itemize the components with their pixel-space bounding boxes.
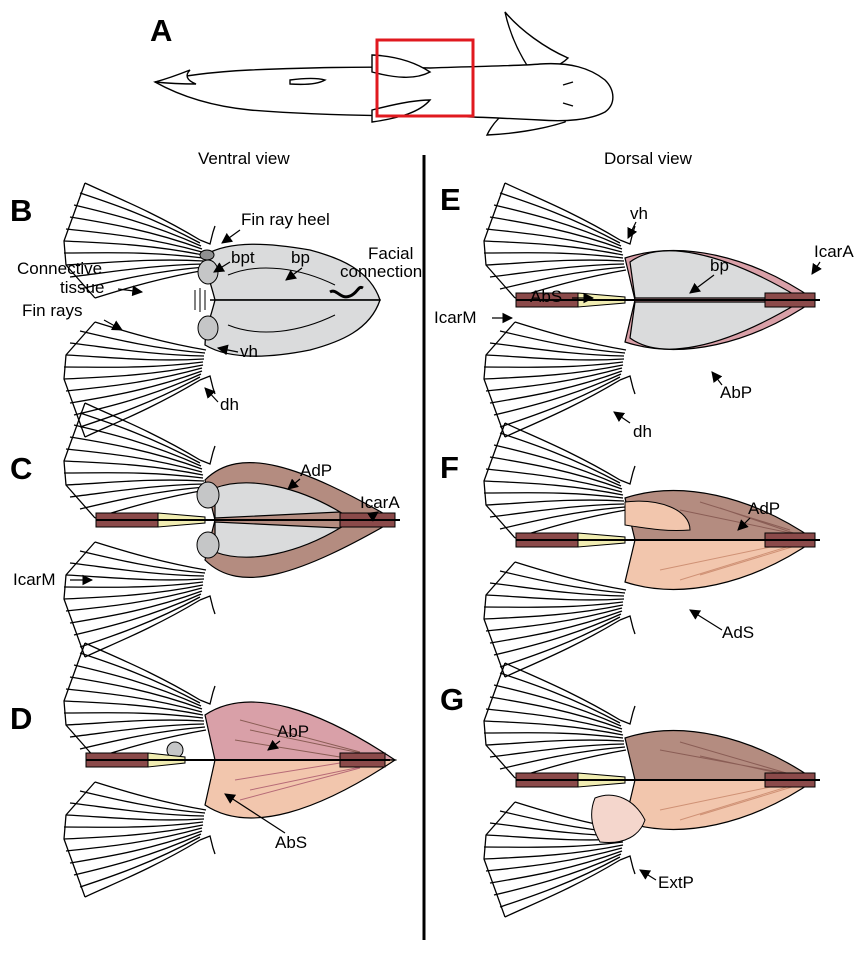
label-bp-e: bp [710, 256, 729, 275]
panel-letter-c: C [10, 451, 32, 486]
label-fin-rays: Fin rays [22, 301, 82, 320]
panel-letter-g: G [440, 682, 464, 717]
label-icara-c: IcarA [360, 493, 400, 512]
label-dh-b: dh [220, 395, 239, 414]
label-bp: bp [291, 248, 310, 267]
label-abs-d: AbS [275, 833, 307, 852]
label-tissue: tissue [60, 278, 104, 297]
label-vh-e: vh [630, 204, 648, 223]
panel-f-drawing [484, 423, 820, 677]
panel-letter-d: D [10, 701, 32, 736]
label-dh-e: dh [633, 422, 652, 441]
label-connective: Connective [17, 259, 102, 278]
panel-letter-f: F [440, 450, 459, 485]
label-fin-ray-heel: Fin ray heel [241, 210, 330, 229]
label-abp-e: AbP [720, 383, 752, 402]
label-connection: connection [340, 262, 422, 281]
dorsal-view-title: Dorsal view [604, 149, 693, 168]
panel-e-drawing [484, 183, 820, 437]
panel-letter-e: E [440, 182, 461, 217]
panel-d-drawing [64, 643, 395, 897]
label-adp-f: AdP [748, 499, 780, 518]
label-bpt: bpt [231, 248, 255, 267]
label-icarm-e: IcarM [434, 308, 477, 327]
label-vh-b: vh [240, 342, 258, 361]
label-adp-c: AdP [300, 461, 332, 480]
ventral-view-title: Ventral view [198, 149, 290, 168]
label-icarm-c: IcarM [13, 570, 56, 589]
panel-c-drawing [64, 403, 400, 657]
label-icara-e: IcarA [814, 242, 854, 261]
panel-letter-a: A [150, 13, 172, 48]
label-abp-d: AbP [277, 722, 309, 741]
label-extp-g: ExtP [658, 873, 694, 892]
panel-letter-b: B [10, 193, 32, 228]
label-ads-f: AdS [722, 623, 754, 642]
label-abs-e: AbS [530, 287, 562, 306]
panel-g-drawing [484, 663, 820, 917]
label-facial: Facial [368, 244, 413, 263]
